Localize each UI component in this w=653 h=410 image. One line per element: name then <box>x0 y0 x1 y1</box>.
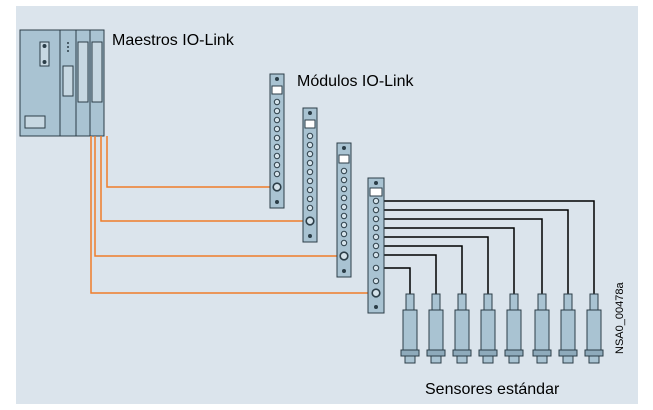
label-standard-sensors: Sensores estándar <box>425 381 560 398</box>
io-link-module-3 <box>336 142 352 278</box>
sensor-cable-2 <box>384 209 569 296</box>
diagram-svg <box>19 29 604 364</box>
io-link-master <box>19 29 105 137</box>
io-link-cables <box>90 136 368 294</box>
sensor-cable-5 <box>384 236 489 296</box>
diagram-canvas: Maestros IO-Link Módulos IO-Link Sensore… <box>16 6 638 404</box>
io-link-cable-2 <box>100 136 303 222</box>
sensor-cable-6 <box>384 245 463 296</box>
master-connector <box>39 41 50 67</box>
sensor-cable-7 <box>384 254 437 296</box>
sensor-cables <box>384 200 595 296</box>
sensor-1 <box>400 293 420 364</box>
io-link-cable-3 <box>94 136 337 257</box>
io-link-module-4 <box>367 177 385 314</box>
sensor-4 <box>478 293 498 364</box>
sensor-cable-1 <box>384 200 595 296</box>
sensor-5 <box>504 293 524 364</box>
label-io-link-modules: Módulos IO-Link <box>297 73 414 90</box>
io-link-cable-4 <box>90 136 368 294</box>
io-link-cable-1 <box>106 136 270 188</box>
io-link-module-1 <box>269 73 285 209</box>
sensor-8 <box>584 293 604 364</box>
sensor-7 <box>558 293 578 364</box>
master-slot <box>24 115 46 129</box>
figure-code: NSA0_00478a <box>614 282 626 354</box>
sensor-cable-4 <box>384 227 515 296</box>
io-link-module-2 <box>302 107 318 243</box>
master-label-strip <box>62 65 74 97</box>
sensor-cable-8 <box>384 267 411 296</box>
sensor-6 <box>532 293 552 364</box>
sensor-2 <box>426 293 446 364</box>
sensor-cable-3 <box>384 218 543 296</box>
sensor-3 <box>452 293 472 364</box>
label-io-link-masters: Maestros IO-Link <box>112 32 234 49</box>
